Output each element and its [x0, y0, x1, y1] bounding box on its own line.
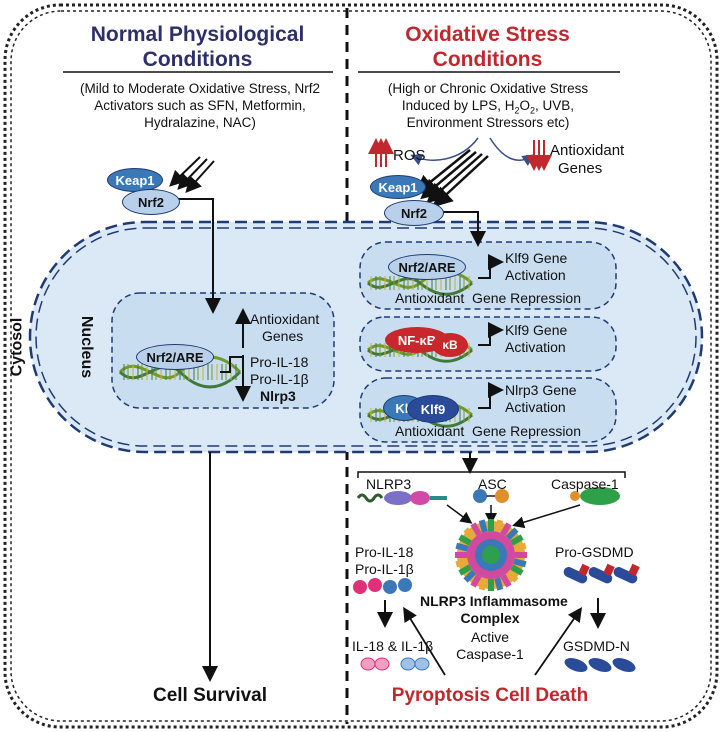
left-title-line1: Normal Physiological: [90, 23, 305, 46]
right-antioxidant-line1: Antioxidant: [550, 142, 625, 159]
active-line1: Active: [470, 629, 510, 645]
ros-label: ROS: [393, 147, 426, 164]
inflammasome-spoke: [510, 534, 524, 546]
inflammasome-spoke: [458, 534, 472, 546]
inflammasome-spoke: [455, 552, 467, 558]
nlrp3-protein-icon: [356, 491, 447, 505]
klf9-pill: Klf9: [407, 395, 459, 423]
caspase1-label: Caspase-1: [551, 476, 619, 492]
inflammasome-line2: Complex: [460, 610, 520, 626]
right-nrf2-are-pill: Nrf2/ARE: [388, 254, 466, 280]
caspase1-protein-icon: [570, 487, 620, 505]
cytosol-label: Cytosol: [8, 317, 26, 377]
right-desc-line3: Environment Stressors etc): [406, 115, 570, 130]
left-antioxidant-line1: Antioxidant: [250, 311, 320, 327]
inflammasome-spoke: [470, 574, 482, 588]
pro-gsdmd-icons: [563, 563, 640, 584]
inflammasome-spoke: [510, 564, 524, 576]
inflammasome-line1: NLRP3 Inflammasome: [420, 593, 568, 609]
left-desc-line3: Hydralazine, NAC): [144, 115, 256, 130]
gsdmd-n-icons: [564, 658, 636, 672]
box1-line2: Activation: [505, 267, 566, 283]
asc-label: ASC: [478, 476, 507, 492]
inflammasome-spoke: [494, 519, 504, 533]
box3-bottom: Antioxidant Gene Repression: [395, 423, 581, 439]
box3-line1: Nlrp3 Gene: [505, 382, 577, 398]
cell-survival-label: Cell Survival: [152, 685, 268, 706]
inflammasome-spoke: [515, 552, 527, 558]
inflammasome-spoke: [500, 574, 512, 588]
left-nrf2-translocation-arrow: [178, 198, 221, 314]
box1-bottom: Antioxidant Gene Repression: [395, 290, 581, 306]
box3-line2: Activation: [505, 399, 566, 415]
inflammasome-spoke: [505, 569, 519, 583]
gsdmd-n-label: GSDMD-N: [563, 638, 630, 654]
right-antioxidant-line2: Genes: [558, 160, 603, 177]
active-line2: Caspase-1: [456, 646, 524, 662]
inflammasome-spoke: [488, 579, 494, 591]
right-keap1-pill: Keap1: [370, 175, 426, 199]
inflammasome-spoke: [513, 558, 527, 568]
inflammasome-spoke: [470, 522, 482, 536]
left-pro-il18: Pro-IL-18: [250, 354, 309, 370]
pro-gsdmd-label: Pro-GSDMD: [555, 544, 634, 560]
left-pro-il1b: Pro-IL-1β: [250, 371, 309, 387]
nucleus-label: Nucleus: [78, 315, 96, 379]
right-nrf2-translocation-arrow: [442, 211, 486, 247]
inflammasome-spoke: [494, 577, 504, 591]
right-desc-line1: (High or Chronic Oxidative Stress: [387, 81, 589, 96]
right-nrf2-pill: Nrf2: [384, 200, 444, 226]
nlrp3-protein-label: NLRP3: [366, 476, 412, 492]
ros-up-arrows: [368, 138, 394, 167]
inflammasome-spoke: [455, 558, 469, 568]
left-nrf2-are-pill: Nrf2/ARE: [136, 344, 214, 370]
box2-line2: Activation: [505, 339, 566, 355]
antioxidant-down-arrows: [526, 140, 552, 171]
right-desc-line2: Induced by LPS, H2O2, UVB,: [401, 98, 575, 116]
outer-border: [3, 3, 719, 729]
box1-line1: Klf9 Gene: [505, 250, 568, 266]
inflammasome-spoke: [488, 519, 494, 531]
inflammasome-spoke: [513, 542, 527, 552]
right-pro-il18: Pro-IL-18: [355, 544, 414, 560]
left-nlrp3: Nlrp3: [260, 388, 296, 404]
right-pro-il1b: Pro-IL-1β: [355, 561, 414, 577]
inflammasome-spoke: [505, 527, 519, 541]
inflammasome-spoke: [478, 519, 488, 533]
left-title-line2: Conditions: [142, 48, 253, 71]
il18-il1b-label: IL-18 & IL-1β: [352, 638, 434, 654]
inflammasome-spoke: [463, 527, 477, 541]
inflammasome-spoke: [458, 564, 472, 576]
box2-line1: Klf9 Gene: [505, 322, 568, 338]
inflammasome-spoke: [500, 522, 512, 536]
right-title-line2: Conditions: [432, 48, 543, 71]
dna-helix-left: [118, 355, 242, 389]
left-nrf2-pill: Nrf2: [122, 189, 180, 215]
right-stimulus-arrows: [414, 149, 489, 208]
nfkb-small-pill: κB: [432, 333, 468, 357]
right-title-line1: Oxidative Stress: [405, 23, 570, 46]
asc-protein-icon: [473, 489, 509, 503]
left-antioxidant-line2: Genes: [262, 328, 304, 344]
left-desc-line1: (Mild to Moderate Oxidative Stress, Nrf2: [79, 81, 321, 96]
dna-helix-right-1: [367, 270, 473, 296]
pro-il-balls: [353, 578, 412, 594]
pyroptosis-label: Pyroptosis Cell Death: [391, 685, 589, 706]
inflammasome-complex-icon: [455, 519, 527, 591]
mature-il-balls: [360, 657, 430, 671]
inflammasome-spoke: [478, 577, 488, 591]
right-box-3: [359, 377, 617, 443]
left-desc-line2: Activators such as SFN, Metformin,: [94, 98, 306, 113]
inflammasome-spoke: [463, 569, 477, 583]
inflammasome-spoke: [455, 542, 469, 552]
left-stimulus-arrows: [169, 156, 215, 193]
